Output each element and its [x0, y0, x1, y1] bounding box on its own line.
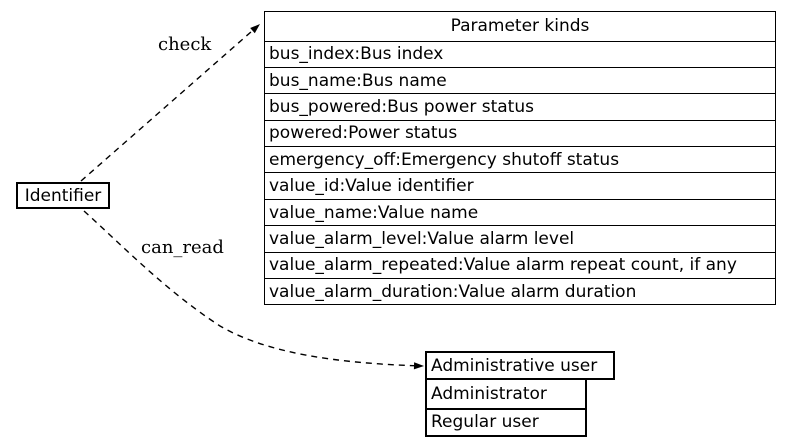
administrative-user-title: Administrative user — [425, 351, 615, 380]
edge-can-read-arrowhead-icon — [413, 362, 424, 370]
edge-label-check: check — [158, 34, 212, 55]
administrative-user-table: Administrator Regular user — [425, 380, 587, 437]
table-row: bus_index:Bus index — [265, 40, 775, 67]
edge-can-read-line — [83, 210, 415, 367]
table-row: emergency_off:Emergency shutoff status — [265, 146, 775, 172]
table-row: Administrator — [431, 383, 547, 404]
table-row: value_id:Value identifier — [265, 172, 775, 198]
table-row: Regular user — [427, 407, 585, 436]
edge-check-line — [80, 30, 253, 182]
identifier-node: Identifier — [16, 182, 110, 209]
identifier-node-label: Identifier — [24, 185, 102, 206]
table-row: value_alarm_repeated:Value alarm repeat … — [265, 251, 775, 278]
parameter-kinds-title: Parameter kinds — [450, 16, 590, 37]
table-row: bus_name:Bus name — [265, 66, 775, 93]
table-row: bus_powered:Bus power status — [265, 93, 775, 119]
parameter-kinds-table: Parameter kinds bus_index:Bus index bus_… — [264, 11, 776, 305]
edge-check-arrowhead-icon — [250, 24, 260, 34]
table-row: powered:Power status — [265, 119, 775, 146]
edge-label-can-read: can_read — [141, 237, 224, 258]
table-row: value_alarm_level:Value alarm level — [265, 225, 775, 251]
table-row: value_alarm_duration:Value alarm duratio… — [265, 278, 775, 304]
table-row: value_name:Value name — [265, 198, 775, 225]
